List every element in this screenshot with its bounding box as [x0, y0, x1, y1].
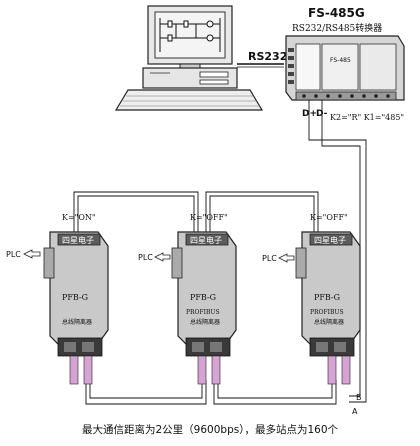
node-2-model: PFB-G	[190, 293, 216, 302]
node-3-plc-label: PLC	[262, 254, 277, 263]
node-2-body	[177, 231, 237, 345]
node-3-body	[301, 231, 361, 345]
converter-switch-setting: K2="R" K1="485"	[330, 113, 404, 122]
node-3-desc: 总线隔离器	[314, 318, 344, 326]
node-2-db9-connector	[171, 247, 183, 279]
node-2-switch: K="OFF"	[190, 213, 228, 222]
node-1-model: PFB-G	[62, 293, 88, 302]
node-3: K="OFF" 四星电子 PFB-G PROFIBUS 总线隔离器 PLC	[262, 213, 361, 385]
converter: FS-485G RS232/RS485转换器 FS-485 D+ D- K2="…	[285, 6, 405, 122]
node-2-cable-out	[211, 355, 221, 385]
node-3-cable-out	[341, 355, 351, 385]
arrow-left-icon	[154, 252, 171, 262]
computer	[114, 5, 264, 111]
node-2-desc: 总线隔离器	[190, 318, 220, 326]
keyboard	[114, 89, 264, 111]
converter-model: FS-485G	[308, 6, 365, 20]
node-1-cable-in	[69, 355, 79, 385]
converter-subtitle: RS232/RS485转换器	[292, 22, 382, 34]
footer-note: 最大通信距离为2公里（9600bps），最多站点为160个	[82, 424, 338, 436]
ladder-diagram	[159, 18, 221, 52]
node-2-bus: PROFIBUS	[186, 309, 220, 316]
terminal-block-left	[288, 48, 294, 84]
pin-a-label: A	[352, 407, 358, 416]
node-1-cable-out	[83, 355, 93, 385]
pin-b-label: B	[356, 393, 362, 402]
bus-wiring	[73, 100, 367, 405]
node-2-cable-in	[197, 355, 207, 385]
monitor-screen	[154, 11, 226, 59]
node-3-switch: K="OFF"	[310, 213, 348, 222]
arrow-left-icon	[23, 249, 41, 259]
arrow-left-icon	[278, 253, 295, 263]
node-1-switch: K="ON"	[62, 213, 96, 222]
node-3-db9-connector	[295, 247, 307, 279]
node-1-body	[49, 231, 109, 345]
node-1-plc-label: PLC	[6, 250, 21, 259]
node-3-cable-in	[327, 355, 337, 385]
converter-face-label: FS-485	[330, 57, 351, 64]
node-1-desc: 总线隔离器	[62, 318, 92, 326]
node-1: K="ON" 四星电子 PFB-G 总线隔离器 PLC	[6, 213, 109, 385]
node-1-db9-connector	[43, 247, 55, 279]
node-2-plc-label: PLC	[138, 253, 153, 262]
rs232-label: RS232	[248, 50, 287, 63]
pc-base-unit	[142, 67, 238, 89]
node-2: K="OFF" 四星电子 PFB-G PROFIBUS 总线隔离器 PLC	[138, 213, 237, 385]
rs232-link: RS232	[237, 50, 287, 68]
pin-dplus-label: D+	[302, 109, 317, 119]
node-3-bus: PROFIBUS	[310, 309, 344, 316]
node-2-brand: 四星电子	[190, 235, 222, 245]
node-3-model: PFB-G	[314, 293, 340, 302]
node-3-brand: 四星电子	[314, 235, 346, 245]
node-1-brand: 四星电子	[62, 235, 94, 245]
terminal-block-bottom	[295, 91, 397, 101]
